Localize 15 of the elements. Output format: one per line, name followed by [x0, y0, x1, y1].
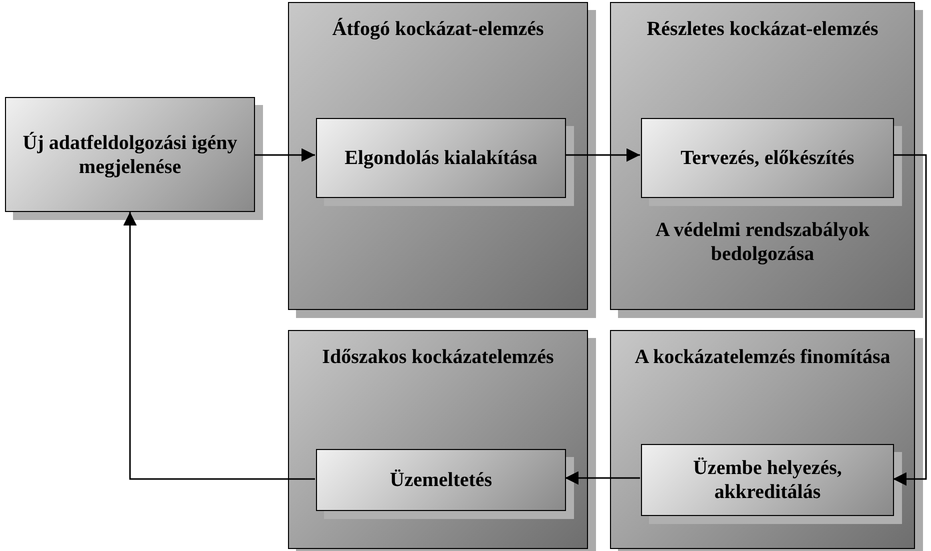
arrow — [565, 471, 640, 485]
panel-note: A védelmi rendszabályok bedolgozása — [654, 218, 871, 266]
box-label: Üzemeltetés — [390, 468, 492, 492]
arrow — [123, 212, 315, 480]
panel-title: Részletes kockázat-elemzés — [646, 17, 880, 41]
panel-title: A kockázatelemzés finomítása — [634, 345, 892, 369]
arrow — [893, 154, 927, 486]
box-label: Tervezés, előkészítés — [680, 146, 854, 170]
arrow — [565, 148, 640, 162]
box-label: Üzembe helyezés, akkreditálás — [692, 456, 843, 504]
arrow — [255, 148, 315, 162]
box-label: Új adatfeldolgozási igény megjelenése — [22, 130, 238, 178]
box-label: Elgondolás kialakítása — [344, 146, 538, 170]
panel-title: Átfogó kockázat-elemzés — [331, 17, 545, 41]
panel-title: Időszakos kockázatelemzés — [321, 345, 555, 369]
